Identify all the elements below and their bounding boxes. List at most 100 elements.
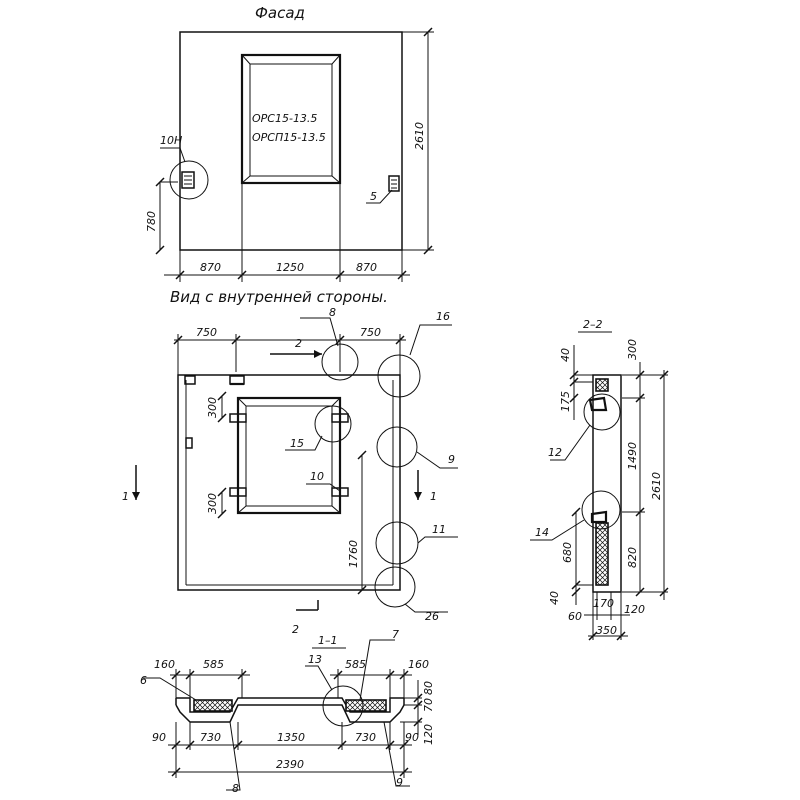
section-1-1-node-6: 6 xyxy=(140,674,147,687)
leader-12 xyxy=(550,424,591,461)
section-2-2-dim-170: 170 xyxy=(593,597,614,610)
section-1-1-node-7: 7 xyxy=(392,628,399,641)
facade-dim-sill: 780 xyxy=(145,211,158,232)
window-sill-profile xyxy=(590,510,608,524)
section-2-2-dim-60: 60 xyxy=(568,610,582,623)
section-2-2-dim-40-bottom: 40 xyxy=(548,591,561,605)
section-2-2-dim-680: 680 xyxy=(561,542,574,563)
section-2-2-node-12: 12 xyxy=(548,446,562,459)
section-2-2-title: 2–2 xyxy=(583,318,603,331)
node-callout-16 xyxy=(377,354,421,398)
node-callout-26 xyxy=(374,566,416,608)
side-notch-left xyxy=(185,437,193,449)
inner-view-title: Вид с внутренней стороны. xyxy=(170,288,388,306)
facade-panel xyxy=(179,31,403,251)
leader-14 xyxy=(530,519,585,541)
inner-window xyxy=(236,396,342,515)
section-2-2-dim-820: 820 xyxy=(626,547,639,568)
leader-26 xyxy=(404,603,448,613)
leader-11 xyxy=(417,536,458,544)
leader-6 xyxy=(142,677,197,701)
inner-node-16: 16 xyxy=(436,310,450,323)
leader-16 xyxy=(409,324,452,356)
insulation-top xyxy=(595,378,609,392)
wall-section-2-2 xyxy=(592,374,622,593)
inner-view: Вид с внутренней стороны. 750 750 xyxy=(122,288,458,636)
leader-13 xyxy=(305,665,333,691)
node-callout-15 xyxy=(314,405,352,443)
inner-dim-top-right: 750 xyxy=(360,326,381,339)
inner-node-8: 8 xyxy=(329,306,336,319)
insulation-right xyxy=(345,699,387,712)
facade-view: Фасад ОРС15-13.5 ОРСП15-13.5 10Н xyxy=(145,4,434,282)
inner-section-1-left: 1 xyxy=(122,490,129,503)
section-2-2-dim-120: 120 xyxy=(624,603,645,616)
inner-node-10: 10 xyxy=(310,470,324,483)
section-2-2-dim-2610: 2610 xyxy=(650,472,663,500)
section-1-1-dim-80: 80 xyxy=(422,681,435,695)
inner-section-2-top: 2 xyxy=(295,337,302,350)
section-1-1-dim-160-left: 160 xyxy=(154,658,175,671)
window-head-profile xyxy=(588,396,608,412)
facade-window xyxy=(240,53,342,185)
facade-dim-window: 1250 xyxy=(276,261,304,274)
node-callout-8 xyxy=(321,343,359,381)
facade-mark-2: ОРСП15-13.5 xyxy=(252,131,326,144)
section-1-1-node-8: 8 xyxy=(232,782,239,795)
section-1-1-dim-90-left: 90 xyxy=(152,731,166,744)
node-callout-9 xyxy=(376,426,418,468)
section-1-1-dim-585-left: 585 xyxy=(203,658,224,671)
facade-node-5: 5 xyxy=(370,190,377,203)
section-1-1-dim-730-left: 730 xyxy=(200,731,221,744)
section-1-1-dim-2390: 2390 xyxy=(276,758,304,771)
section-1-1-dim-90-right: 90 xyxy=(405,731,419,744)
lifting-lug-left xyxy=(184,375,196,385)
leader-5 xyxy=(366,189,393,204)
anchor-plate-left xyxy=(181,171,195,189)
leader-9-section xyxy=(383,721,410,787)
lifting-lug-center xyxy=(229,375,245,385)
embedded-plates xyxy=(229,413,349,497)
inner-section-2-bottom: 2 xyxy=(292,623,299,636)
section-2-2-dim-1490: 1490 xyxy=(626,442,639,470)
node-callout-11 xyxy=(375,521,419,565)
inner-dim-top-left: 750 xyxy=(196,326,217,339)
section-1-1-node-9: 9 xyxy=(396,776,403,789)
section-2-2-dim-40-top: 40 xyxy=(559,348,572,362)
facade-dim-left: 870 xyxy=(200,261,221,274)
leader-10h xyxy=(160,147,186,163)
section-1-1-dim-70: 70 xyxy=(422,698,435,712)
inner-dim-300-bottom: 300 xyxy=(206,493,219,514)
section-1-1-dim-160-right: 160 xyxy=(408,658,429,671)
section-2-2-node-14: 14 xyxy=(535,526,549,539)
anchor-plate-right xyxy=(388,175,400,192)
section-1-1-title: 1–1 xyxy=(318,634,338,647)
node-callout-12 xyxy=(583,393,621,431)
section-2-2: 2–2 12 14 300 1490 2610 820 xyxy=(530,318,669,641)
node-callout-14 xyxy=(581,490,621,530)
facade-dim-height: 2610 xyxy=(413,122,426,150)
insulation-left xyxy=(193,699,233,712)
slab-section-1-1 xyxy=(175,697,405,723)
section-2-2-dim-175: 175 xyxy=(559,391,572,412)
section-2-2-dim-350: 350 xyxy=(596,624,617,637)
leader-7 xyxy=(359,639,395,701)
node-callout-13 xyxy=(322,685,364,727)
inner-node-15: 15 xyxy=(290,437,304,450)
inner-dim-300-top: 300 xyxy=(206,397,219,418)
leader-10 xyxy=(306,483,341,492)
section-1-1-dim-585-right: 585 xyxy=(345,658,366,671)
facade-node-10h: 10Н xyxy=(160,134,182,147)
facade-dim-right: 870 xyxy=(356,261,377,274)
section-2-2-dim-300: 300 xyxy=(626,339,639,360)
inner-node-26: 26 xyxy=(425,610,439,623)
inner-node-11: 11 xyxy=(432,523,446,536)
section-1-1-dim-1350: 1350 xyxy=(277,731,305,744)
leader-9 xyxy=(416,451,458,469)
inner-dim-1760: 1760 xyxy=(347,540,360,568)
inner-section-1-right: 1 xyxy=(430,490,437,503)
facade-mark-1: ОРС15-13.5 xyxy=(252,112,317,125)
inner-node-9: 9 xyxy=(448,453,455,466)
facade-title: Фасад xyxy=(255,4,305,22)
